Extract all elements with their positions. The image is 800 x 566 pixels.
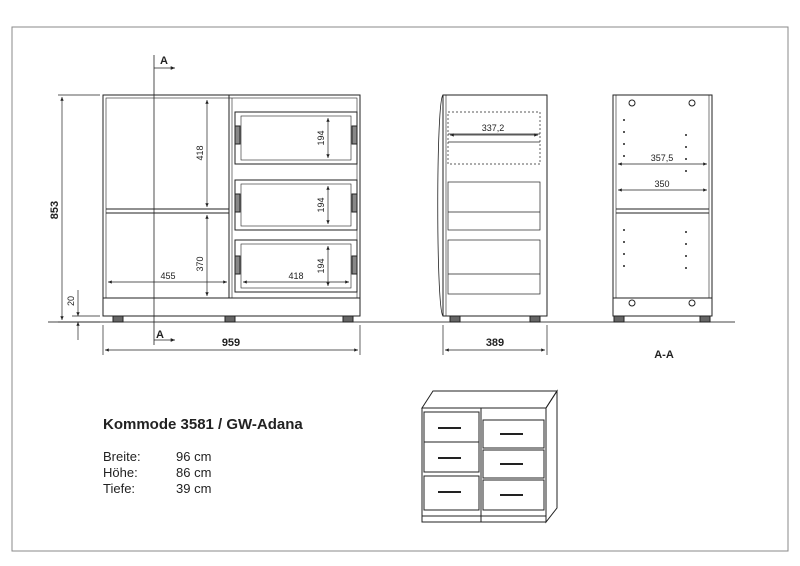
dim-depth: 389 xyxy=(486,337,504,349)
dim-lower-height: 370 xyxy=(195,256,205,271)
dim-drawer-height-1: 194 xyxy=(316,130,326,145)
dim-drawer-height-3: 194 xyxy=(316,258,326,273)
dim-drawer-height-2: 194 xyxy=(316,197,326,212)
spec-value-depth: 39 cm xyxy=(176,481,211,496)
dim-plinth: 20 xyxy=(66,296,76,306)
section-line-a xyxy=(153,55,175,345)
dim-open-width: 455 xyxy=(160,271,175,281)
spec-value-width: 96 cm xyxy=(176,449,211,464)
spec-label-depth: Tiefe: xyxy=(103,481,135,496)
sheet-border xyxy=(11,26,789,552)
spec-value-height: 86 cm xyxy=(176,465,211,480)
dim-overall-height: 853 xyxy=(49,201,61,219)
section-view xyxy=(612,94,713,323)
dim-overall-width: 959 xyxy=(222,337,240,349)
dim-section-outer-depth: 357,5 xyxy=(651,153,674,163)
section-marker-bottom: A xyxy=(156,329,164,341)
section-marker-top: A xyxy=(160,55,168,67)
spec-label-height: Höhe: xyxy=(103,465,138,480)
drawer-3 xyxy=(234,239,358,293)
front-dimensions xyxy=(58,94,361,355)
dim-drawer-width: 418 xyxy=(288,271,303,281)
dim-inner-depth: 337,2 xyxy=(482,123,505,133)
spec-label-width: Breite: xyxy=(103,449,141,464)
drawer-1 xyxy=(234,111,358,165)
front-view xyxy=(102,94,361,323)
product-title: Kommode 3581 / GW-Adana xyxy=(103,416,303,433)
dim-upper-height: 418 xyxy=(195,145,205,160)
side-view xyxy=(437,94,548,355)
shelf-pin-holes xyxy=(623,119,687,269)
section-label: A-A xyxy=(654,349,674,361)
spec-list: Breite: 96 cm Höhe: 86 cm Tiefe: 39 cm xyxy=(103,449,211,496)
dim-section-inner-depth: 350 xyxy=(654,179,669,189)
drawer-2 xyxy=(234,179,358,231)
side-carcass xyxy=(442,94,548,317)
perspective-view xyxy=(421,389,558,524)
